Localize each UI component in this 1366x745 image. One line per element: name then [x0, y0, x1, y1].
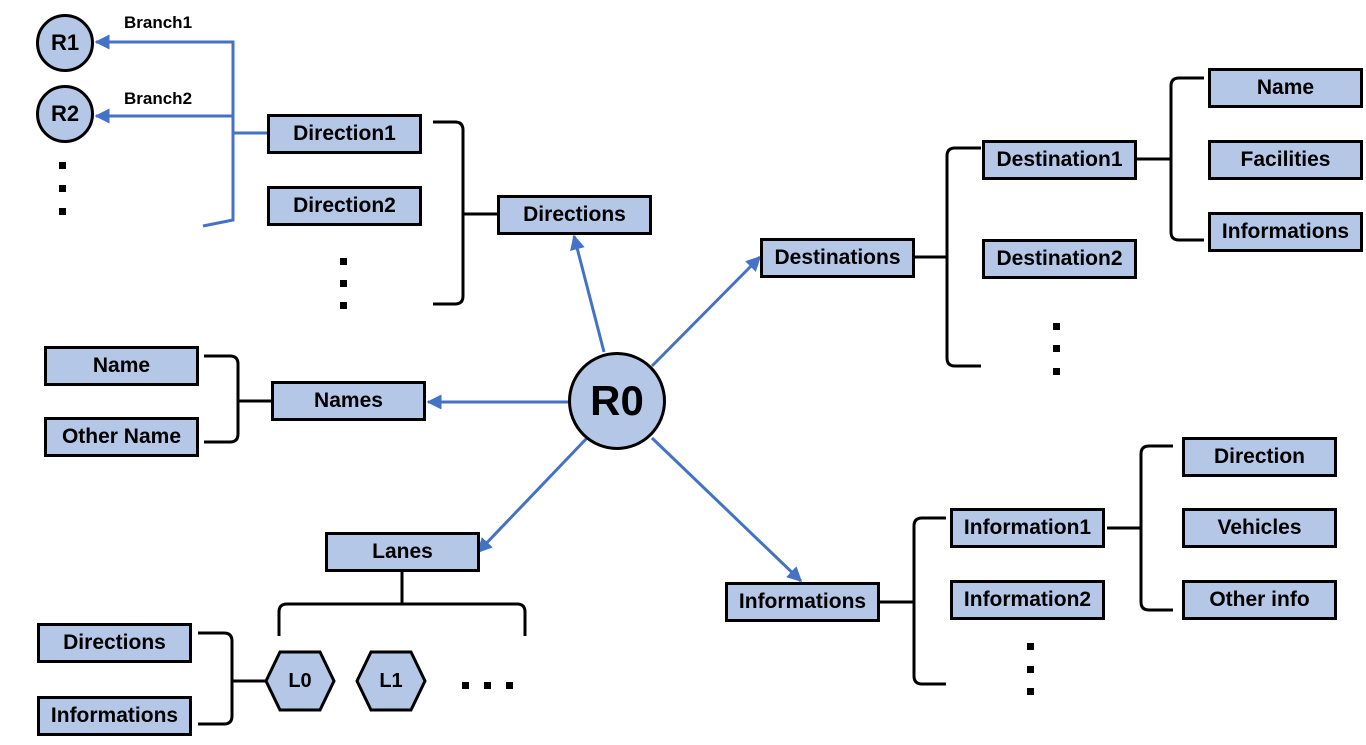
informations-box: Informations [725, 582, 880, 622]
ellipsis-dots [59, 162, 1060, 695]
root-node-r0: R0 [568, 352, 666, 450]
branch2-label: Branch2 [124, 89, 193, 108]
names-box: Names [271, 381, 426, 421]
destination-informations-box: Informations [1208, 212, 1363, 252]
destination-facilities-box: Facilities [1208, 140, 1363, 180]
destinations-box: Destinations [760, 238, 915, 278]
lane-l0-label: L0 [288, 669, 312, 692]
information1-box: Information1 [950, 508, 1105, 548]
directions-bracket [433, 120, 465, 306]
lane-detail-bracket [198, 631, 234, 726]
information2-box: Information2 [950, 580, 1105, 620]
lanes-bracket [277, 602, 527, 636]
info-direction-box: Direction [1182, 437, 1337, 477]
lane-l0-hexagon [264, 650, 336, 712]
info-vehicles-box: Vehicles [1182, 508, 1337, 548]
lane-l1-hexagon [355, 650, 427, 712]
road-node-r2: R2 [36, 85, 94, 143]
other-name-box: Other Name [44, 417, 199, 457]
names-bracket [204, 354, 240, 444]
arrow-to-destinations [650, 255, 762, 368]
destination1-detail-bracket [1169, 76, 1204, 242]
direction2-box: Direction2 [267, 186, 422, 226]
name-box: Name [44, 346, 199, 386]
arrow-to-directions [570, 234, 606, 353]
lane-l1-label: L1 [379, 669, 403, 692]
road-node-r1: R1 [36, 14, 94, 72]
lane-directions-box: Directions [37, 623, 192, 663]
info-other-box: Other info [1182, 580, 1337, 620]
branch1-label: Branch1 [124, 13, 193, 32]
information1-detail-bracket [1139, 444, 1173, 612]
branch-bracket [202, 40, 235, 228]
destinations-bracket [945, 146, 981, 368]
arrow-to-lanes [476, 436, 589, 554]
informations-bracket [912, 516, 946, 686]
lane-informations-box: Informations [37, 696, 192, 736]
direction1-box: Direction1 [267, 114, 422, 154]
arrow-to-informations [650, 436, 803, 583]
directions-box: Directions [497, 195, 652, 235]
destination2-box: Destination2 [982, 239, 1137, 279]
destination1-box: Destination1 [982, 140, 1137, 180]
lanes-box: Lanes [325, 532, 480, 572]
destination-name-box: Name [1208, 68, 1363, 108]
